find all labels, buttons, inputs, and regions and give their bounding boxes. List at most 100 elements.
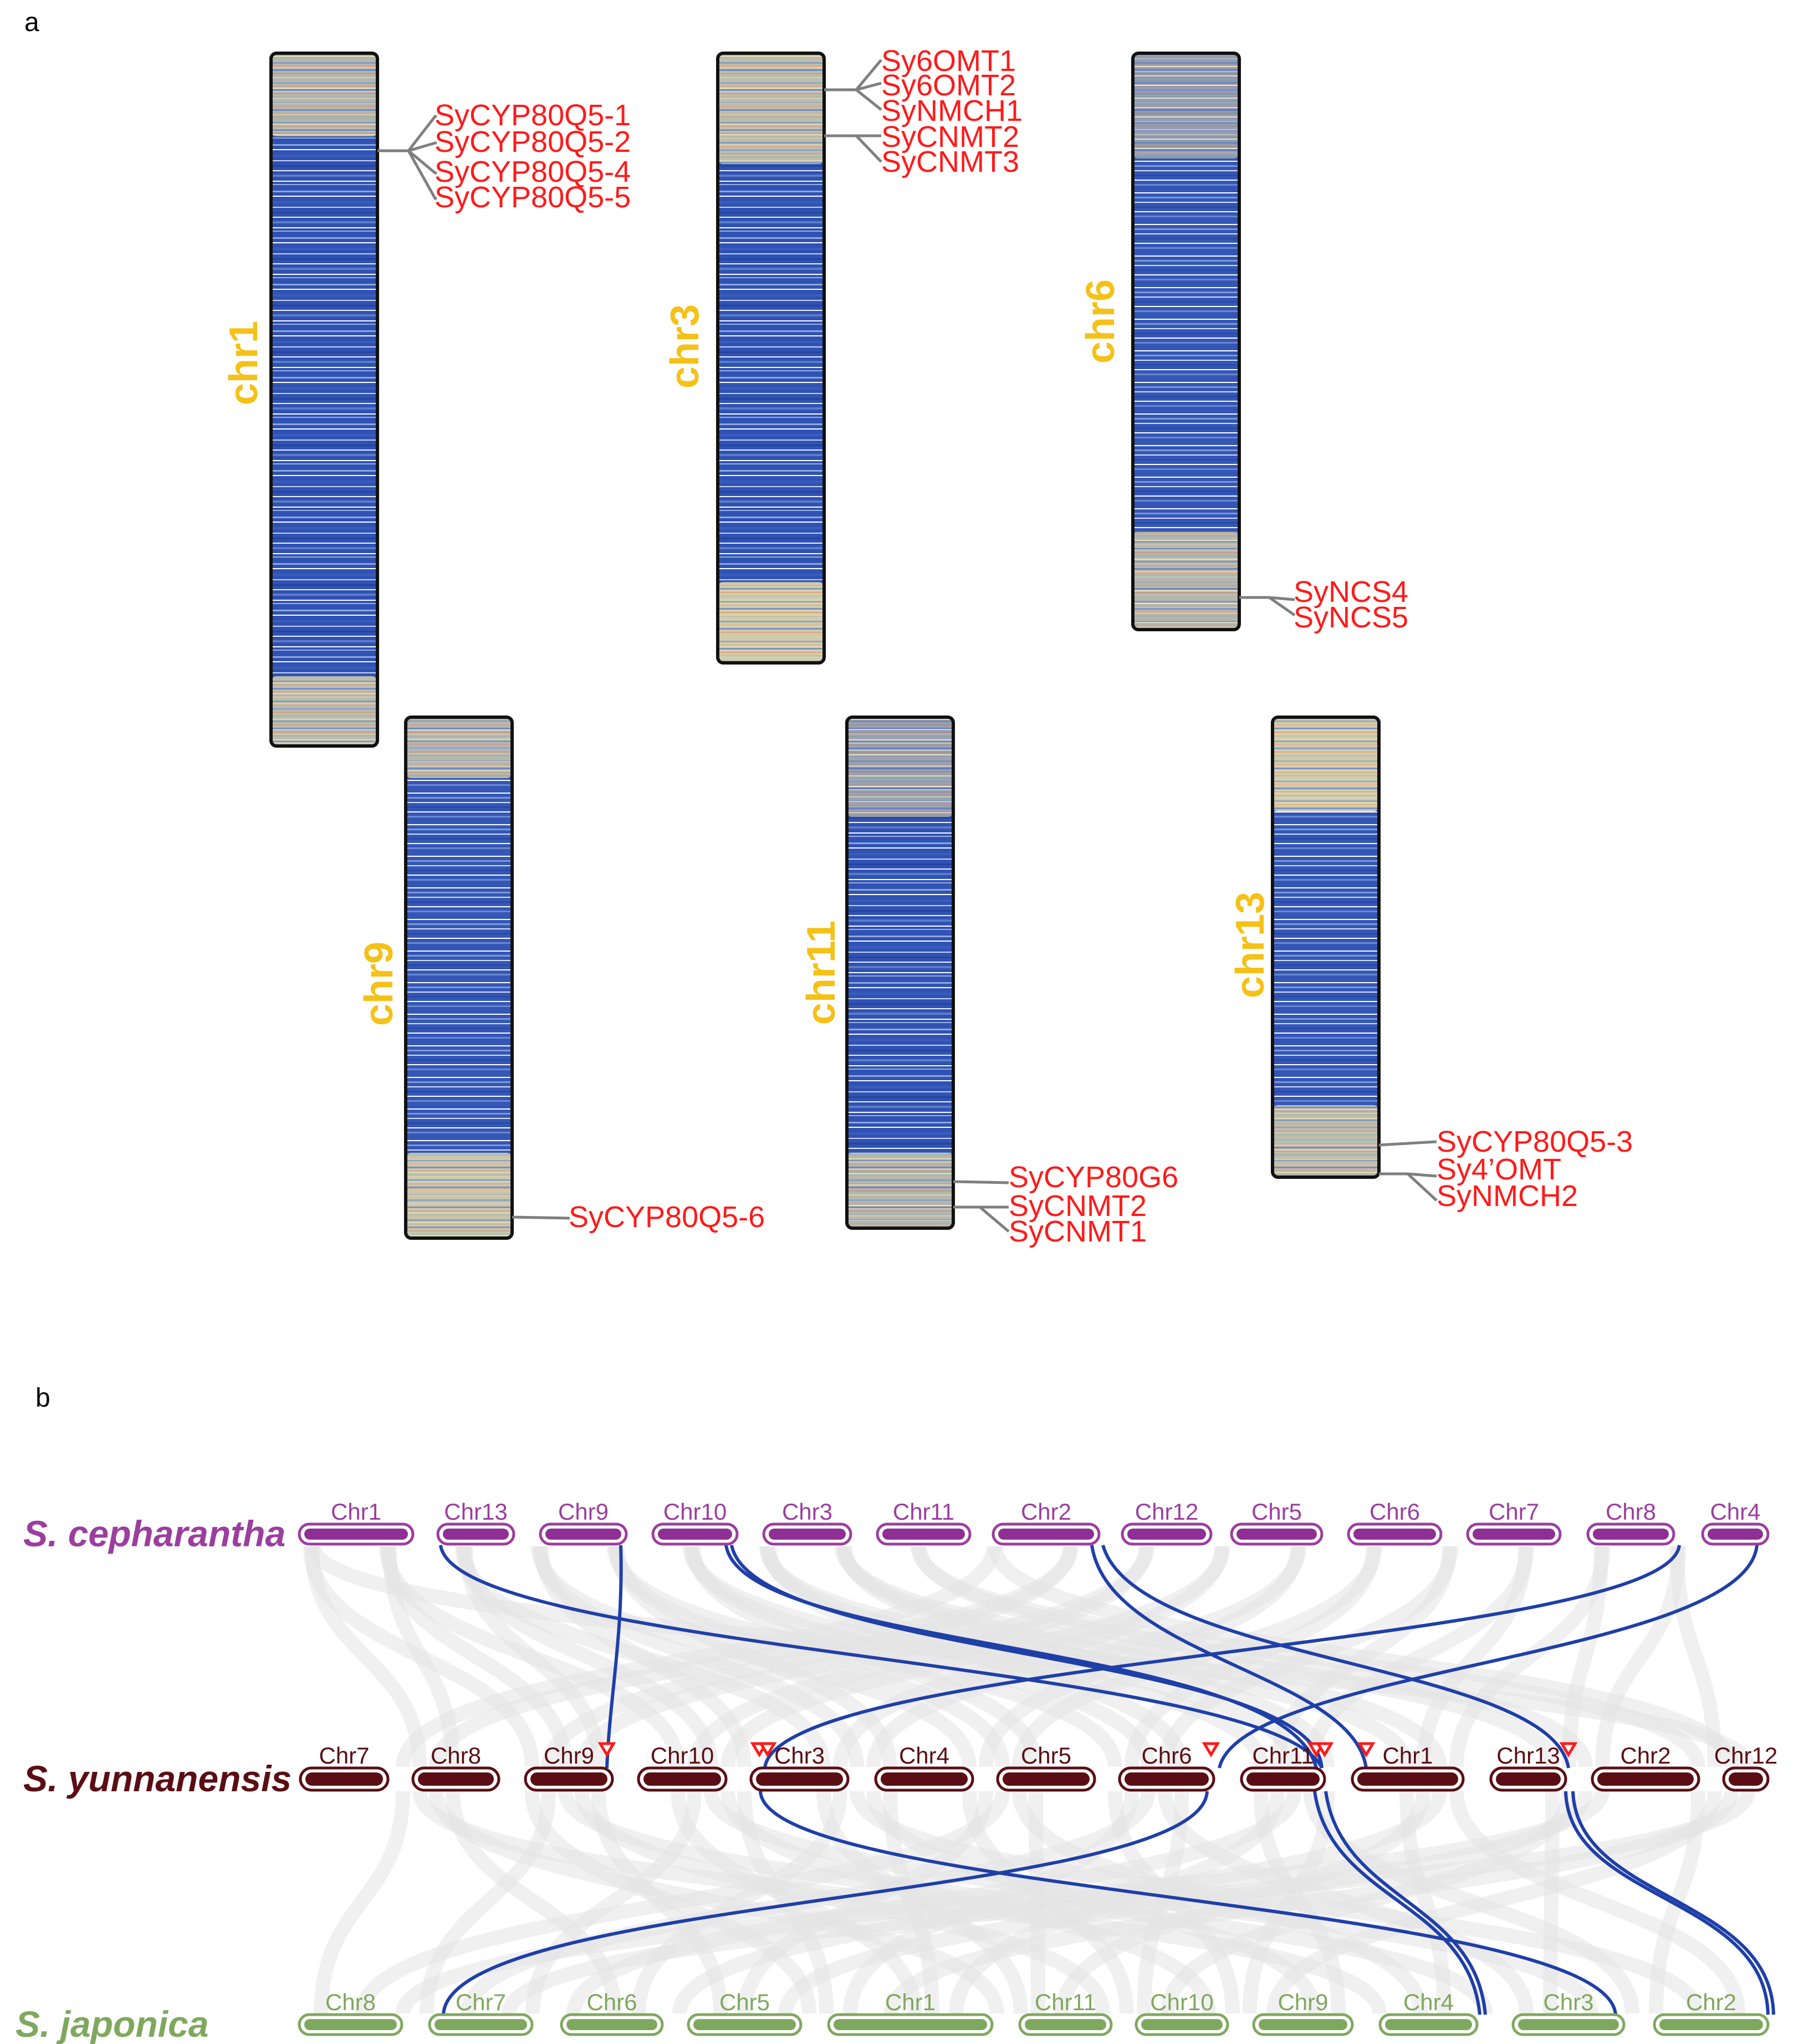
- background-synteny-link: [838, 1545, 1335, 1768]
- panel-a-letter: a: [24, 8, 39, 37]
- background-synteny-link: [502, 1790, 1755, 2015]
- karyotype-chromosome: [658, 1529, 732, 1540]
- karyotype-chromosome: [1518, 2019, 1619, 2030]
- background-synteny-link: [1243, 1791, 1335, 2014]
- chr-label: chr9: [357, 942, 401, 1026]
- background-synteny-link: [1158, 1546, 1458, 1767]
- karyotype-chromosome: [1385, 2019, 1472, 2030]
- karyotype-chromosome: [756, 1772, 843, 1786]
- karyotype-chromosome: [1025, 2019, 1106, 2030]
- karyotype-chromosome: [1353, 1529, 1436, 1540]
- karyotype-chromosome-label: Chr2: [1620, 1742, 1670, 1769]
- karyotype-chromosome-label: Chr6: [586, 1989, 637, 2015]
- background-synteny-link: [883, 1791, 939, 2014]
- karyotype-chromosome-label: Chr5: [719, 1989, 770, 2015]
- chromosome-chr9: chr9 SyCYP80Q5-6: [357, 716, 765, 1240]
- karyotype-chromosome-label: Chr2: [1021, 1499, 1071, 1525]
- karyotype-chromosome-label: Chr2: [1686, 1989, 1736, 2015]
- karyotype-chromosome: [1236, 1529, 1317, 1540]
- gene-marker-triangle: [597, 1742, 616, 1757]
- karyotype-chromosome-label: Chr12: [1135, 1499, 1198, 1525]
- gene-marker-triangle: [1357, 1742, 1376, 1757]
- karyotype-chromosome-label: Chr5: [1251, 1499, 1302, 1525]
- background-synteny-link: [762, 1546, 1189, 1767]
- gene-pair-link: [759, 1791, 1617, 2015]
- chr-label: chr3: [663, 304, 707, 389]
- gene-pair-link: [724, 1545, 1318, 1769]
- gene-label: SyCNMT3: [881, 145, 1019, 178]
- karyotype-chromosome-label: Chr3: [774, 1742, 825, 1769]
- background-synteny-link: [610, 1546, 897, 1767]
- chr-label: chr13: [1228, 892, 1273, 998]
- karyotype-chromosome: [1729, 1772, 1763, 1786]
- gene-marker-triangle: [758, 1742, 777, 1757]
- species-label: S. cepharantha: [23, 1513, 285, 1554]
- gene-label: SyNMCH2: [1437, 1179, 1578, 1213]
- gene-label: SyCYP80Q5-1: [435, 99, 631, 132]
- gene-label: SyNCS5: [1294, 601, 1408, 634]
- background-synteny-link: [1137, 1791, 1189, 2014]
- gene-label: SyCYP80Q5-6: [569, 1200, 765, 1234]
- species-label: S. yunnanensis: [23, 1758, 292, 1799]
- background-synteny-link: [306, 1545, 1755, 1769]
- karyotype-chromosome: [1125, 1772, 1209, 1786]
- gene-label: SyCNMT2: [1009, 1189, 1147, 1223]
- gene-label: Sy4’OMT: [1437, 1153, 1561, 1186]
- karyotype-chromosome-label: Chr7: [456, 1989, 506, 2015]
- chr-label: chr11: [799, 921, 844, 1025]
- karyotype-chromosome: [643, 1772, 721, 1786]
- karyotype-chromosome: [1496, 1772, 1561, 1786]
- karyotype-chromosome-label: Chr8: [431, 1742, 481, 1769]
- karyotype-chromosome-label: Chr4: [899, 1742, 949, 1769]
- gene-marker-triangle: [1559, 1742, 1578, 1757]
- gene-label: SyNCS4: [1294, 575, 1408, 609]
- background-synteny-link: [591, 1791, 728, 2014]
- background-synteny-link: [1304, 1546, 1534, 1767]
- karyotype-chromosome: [304, 1529, 408, 1540]
- karyotype-chromosome-label: Chr11: [1252, 1742, 1314, 1769]
- karyotype-chromosome-label: Chr10: [1150, 1989, 1213, 2015]
- karyotype-chromosome-label: Chr8: [325, 1989, 376, 2015]
- karyotype-chromosome-label: Chr3: [1543, 1989, 1593, 2015]
- background-synteny-link: [458, 1546, 606, 1767]
- karyotype-chromosome-label: Chr13: [1496, 1742, 1560, 1769]
- karyotype-chromosome-label: Chr13: [444, 1499, 507, 1525]
- gene-pair-link: [1101, 1545, 1570, 1769]
- karyotype-chromosome: [305, 1772, 383, 1786]
- panel-b-letter: b: [35, 1383, 50, 1413]
- karyotype-chromosome-label: Chr4: [1403, 1989, 1454, 2015]
- karyotype-chromosome: [693, 2019, 796, 2030]
- background-synteny-link: [314, 1791, 410, 2014]
- chr-label: chr1: [222, 321, 266, 405]
- karyotype-chromosome-label: Chr11: [893, 1499, 954, 1525]
- karyotype-chromosome: [1357, 1772, 1458, 1786]
- karyotype-chromosome: [1127, 1529, 1206, 1540]
- gene-pair-link: [1571, 1791, 1775, 2015]
- karyotype-chromosome-label: Chr11: [1035, 1989, 1096, 2015]
- karyotype-chromosome-label: Chr9: [544, 1742, 594, 1769]
- karyotype-chromosome-label: Chr1: [885, 1989, 936, 2015]
- chromosome-chr6: chr6 SyNCS4 SyNCS5: [1079, 52, 1408, 634]
- karyotype-chromosome: [1246, 1772, 1320, 1786]
- gene-label: SyCNMT2: [881, 120, 1019, 154]
- karyotype-chromosome-label: Chr5: [1021, 1742, 1071, 1769]
- background-synteny-link: [382, 1546, 460, 1767]
- karyotype-chromosome-label: Chr4: [1710, 1499, 1760, 1525]
- background-synteny-link: [420, 1791, 556, 2014]
- background-synteny-link: [1029, 1791, 1045, 2014]
- gene-label: SyCYP80G6: [1009, 1161, 1178, 1194]
- karyotype-chromosome: [1473, 1529, 1555, 1540]
- gene-pair-link: [605, 1545, 623, 1769]
- karyotype-chromosome-label: Chr6: [1141, 1742, 1192, 1769]
- gene-label: SyNMCH1: [881, 94, 1023, 127]
- gene-marker-triangle: [1202, 1742, 1220, 1757]
- gene-pair-link: [1218, 1545, 1759, 1769]
- karyotype-chromosome-label: Chr8: [1606, 1499, 1656, 1525]
- gene-label: Sy6OMT1: [881, 44, 1016, 78]
- background-synteny-link: [396, 1790, 1609, 2015]
- karyotype-chromosome: [530, 1772, 607, 1786]
- background-synteny-link: [1449, 1791, 1745, 2014]
- gene-pair-link: [1564, 1791, 1770, 2015]
